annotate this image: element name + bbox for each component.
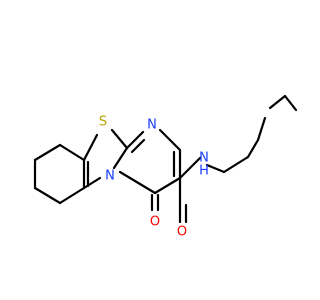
bond (256, 116, 267, 142)
bond (268, 94, 287, 110)
molecule-structure: S N N O O N H (33, 94, 298, 240)
bond (125, 130, 145, 150)
atom-H: H (199, 164, 209, 179)
bond (112, 146, 129, 170)
atom-S: S (99, 115, 107, 130)
bond (58, 186, 86, 205)
bond (110, 128, 129, 150)
atom-N2: N (105, 169, 115, 184)
bond (82, 133, 99, 162)
bond (33, 186, 62, 205)
bond (222, 155, 250, 174)
atom-O1: O (150, 215, 160, 230)
bond (205, 163, 226, 174)
bond (128, 176, 157, 195)
molecule-diagram: S N N O O N H (33, 94, 298, 240)
bond (58, 143, 86, 162)
bond (158, 128, 182, 152)
bond (33, 143, 62, 162)
bond (118, 170, 132, 180)
bond (283, 94, 298, 112)
atom-NH: N (199, 151, 209, 166)
bond (153, 176, 182, 195)
atom-N1: N (147, 118, 157, 133)
bond (130, 138, 146, 154)
atom-O2: O (177, 225, 187, 240)
bond (82, 176, 102, 190)
bond (178, 156, 202, 180)
bond (246, 138, 260, 159)
